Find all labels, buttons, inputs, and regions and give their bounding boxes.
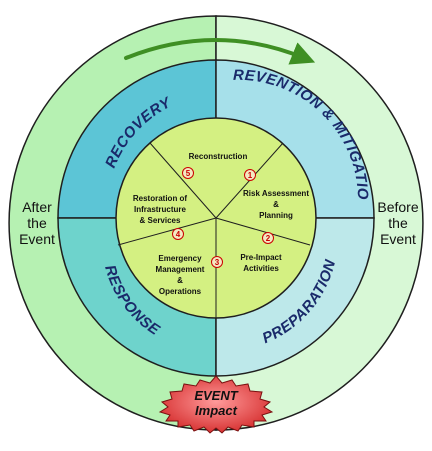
emergency-line: & [177,276,183,285]
restoration-line: Restoration of [133,194,188,203]
event-title: EVENT [194,388,238,403]
risk-line: Planning [259,211,293,220]
risk-assessment-label: Risk Assessment & Planning [243,189,309,220]
step-number: 5 [186,169,191,178]
before-event-line: Before [377,199,418,215]
risk-line: Risk Assessment [243,189,309,198]
before-event-line: the [388,215,408,231]
after-event-line: Event [19,231,55,247]
step-number: 3 [215,258,220,267]
before-event-line: Event [380,231,416,247]
step-number: 2 [266,234,271,243]
emergency-line: Operations [159,287,202,296]
step-number: 4 [176,230,181,239]
inner-circle [115,117,317,319]
after-event-line: After [22,199,52,215]
step-marker-2: 2 [262,232,274,244]
step-marker-1: 1 [244,169,256,181]
emergency-line: Management [156,265,205,274]
emergency-label: Emergency Management & Operations [156,254,205,296]
emergency-line: Emergency [158,254,202,263]
step-number: 1 [248,171,253,180]
cycle-arrow-icon [124,38,316,65]
pre-impact-label: Pre-Impact Activities [240,253,282,273]
restoration-label: Restoration of Infrastructure & Services [133,194,188,225]
event-subtitle: Impact [195,403,238,418]
step-marker-4: 4 [172,228,184,240]
pre-impact-line: Activities [243,264,279,273]
reconstruction-label: Reconstruction [189,152,248,161]
before-event-label: Before the Event [377,199,418,247]
after-event-label: After the Event [19,199,55,247]
starburst-icon [158,375,274,434]
restoration-line: Infrastructure [134,205,187,214]
step-marker-5: 5 [182,167,194,179]
after-event-line: the [27,215,47,231]
event-impact-burst: EVENT Impact [158,375,274,434]
pre-impact-line: Pre-Impact [240,253,282,262]
restoration-line: & Services [140,216,181,225]
risk-line: & [273,200,279,209]
step-marker-3: 3 [211,256,223,268]
